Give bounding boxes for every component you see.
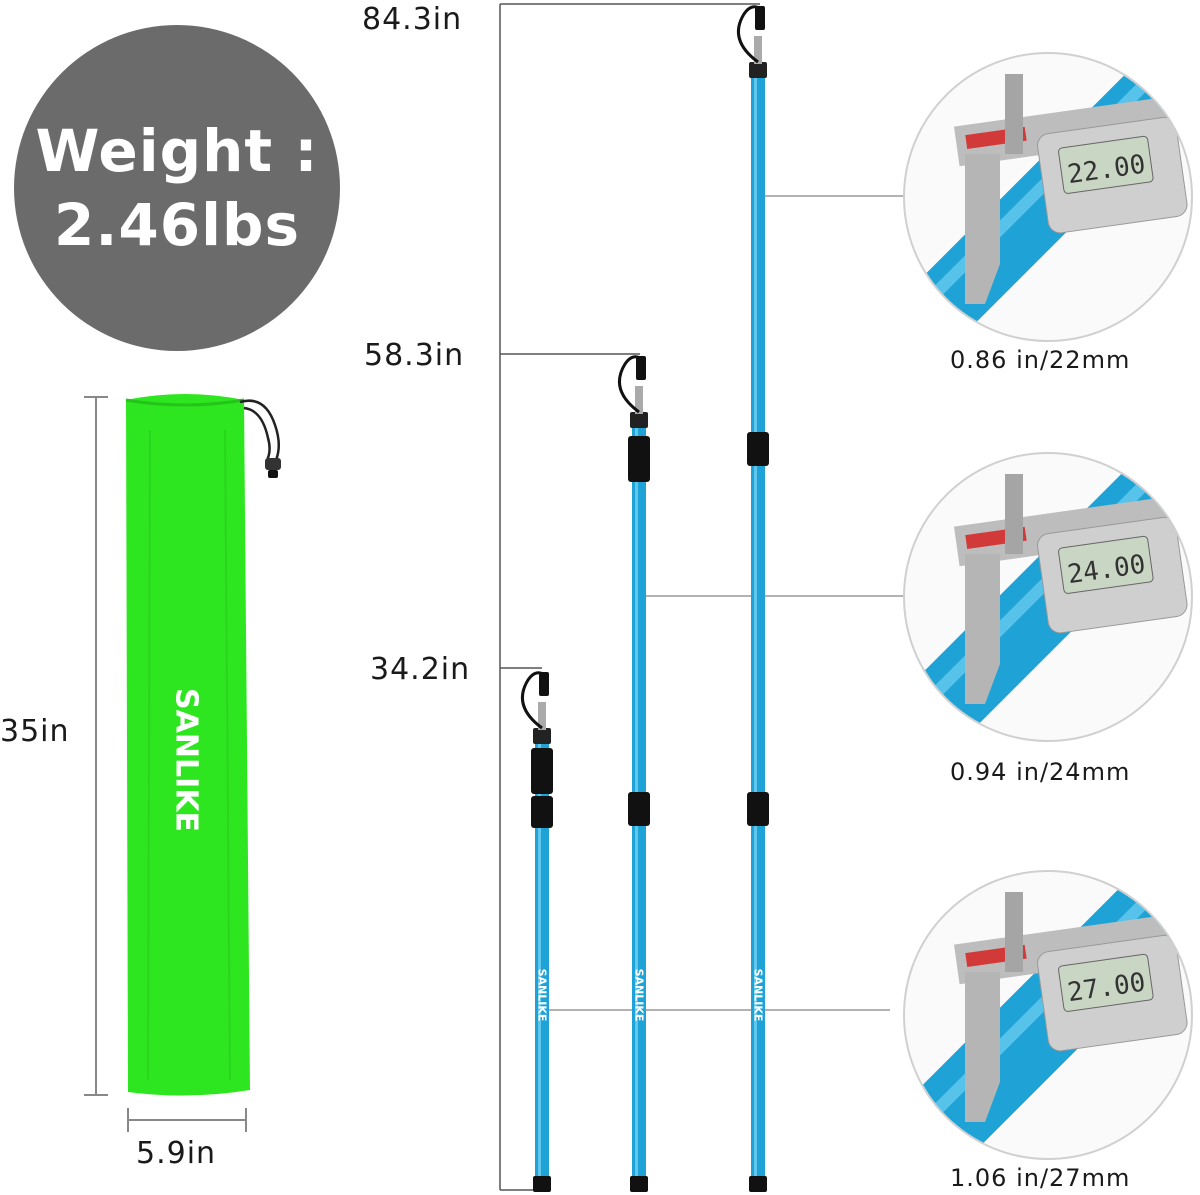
height-label-tall: 84.3in bbox=[362, 2, 463, 37]
bag-width-label: 5.9in bbox=[136, 1136, 217, 1171]
pole-short bbox=[520, 671, 553, 1192]
caliper-lens-27mm: 27.00 bbox=[903, 870, 1193, 1160]
pole-tall bbox=[736, 5, 769, 1192]
weight-title: Weight : bbox=[35, 117, 319, 185]
pole-medium bbox=[617, 355, 650, 1192]
storage-bag bbox=[125, 394, 281, 1096]
height-reference-lines bbox=[499, 3, 760, 1191]
pole-medium-brand: SANLIKE bbox=[632, 968, 646, 1022]
diameter-label-22mm: 0.86 in/22mm bbox=[950, 346, 1131, 374]
pole-tall-brand: SANLIKE bbox=[751, 968, 765, 1022]
lens-connector-lines bbox=[545, 195, 905, 1011]
caliper-lens-22mm: 22.00 bbox=[903, 52, 1193, 342]
bag-dimension-lines bbox=[84, 396, 247, 1132]
height-label-short: 34.2in bbox=[370, 652, 471, 687]
bag-brand-logo: SANLIKE bbox=[168, 688, 204, 832]
weight-badge: Weight : 2.46lbs bbox=[14, 25, 340, 351]
diameter-label-24mm: 0.94 in/24mm bbox=[950, 758, 1131, 786]
weight-value: 2.46lbs bbox=[53, 191, 301, 259]
diameter-label-27mm: 1.06 in/27mm bbox=[950, 1164, 1131, 1192]
bag-height-label: 35in bbox=[0, 714, 70, 749]
pole-short-brand: SANLIKE bbox=[535, 968, 549, 1022]
caliper-lens-24mm: 24.00 bbox=[903, 452, 1193, 742]
height-label-medium: 58.3in bbox=[364, 338, 465, 373]
